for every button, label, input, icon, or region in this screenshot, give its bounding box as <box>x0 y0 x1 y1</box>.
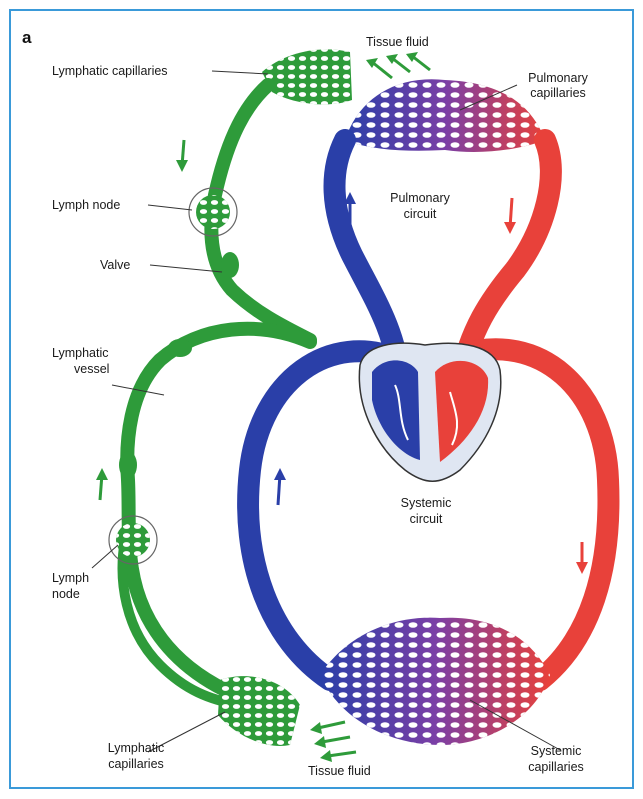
flow-arrow-pulmonary-down <box>504 198 516 234</box>
label-lymph-node-bottom-line1: Lymph <box>52 571 89 585</box>
lymph-flow-arrow-down <box>176 140 188 172</box>
label-lymphatic-vessel-line2: vessel <box>74 362 109 376</box>
label-pulmonary-circuit-line1: Pulmonary <box>390 191 450 205</box>
lymphatic-capillaries-top <box>262 49 352 104</box>
label-systemic-circuit-line1: Systemic <box>401 496 452 510</box>
lymph-flow-arrow-up <box>96 468 108 500</box>
label-lymphatic-capillaries-bottom-line2: capillaries <box>108 757 164 771</box>
lymph-node-bottom <box>109 516 157 564</box>
label-tissue-fluid-top: Tissue fluid <box>366 35 429 49</box>
label-lymph-node-top: Lymph node <box>52 198 120 212</box>
label-tissue-fluid-bottom: Tissue fluid <box>308 764 371 778</box>
label-lymph-node-bottom-line2: node <box>52 587 80 601</box>
flow-arrow-systemic-down <box>576 542 588 574</box>
tissue-fluid-arrows-bottom <box>310 722 356 762</box>
flow-arrow-systemic-up <box>274 468 286 505</box>
label-pulmonary-capillaries-line2: capillaries <box>530 86 586 100</box>
label-pulmonary-circuit-line2: circuit <box>404 207 437 221</box>
label-systemic-capillaries-line1: Systemic <box>531 744 582 758</box>
heart <box>359 343 500 481</box>
label-lymphatic-vessel-line1: Lymphatic <box>52 346 109 360</box>
lymphatic-capillaries-bottom <box>218 676 300 746</box>
lymph-valve <box>221 252 239 278</box>
label-lymphatic-capillaries-top: Lymphatic capillaries <box>52 64 168 78</box>
label-valve: Valve <box>100 258 130 272</box>
lymph-valve <box>168 339 192 357</box>
label-systemic-circuit-line2: circuit <box>410 512 443 526</box>
pulmonary-capillary-bed <box>345 79 545 152</box>
label-systemic-capillaries-line2: capillaries <box>528 760 584 774</box>
tissue-fluid-arrows-top <box>366 52 430 78</box>
label-pulmonary-capillaries-line1: Pulmonary <box>528 71 588 85</box>
lymph-valve <box>119 451 137 479</box>
lymph-node-top <box>189 188 237 236</box>
label-lymphatic-capillaries-bottom-line1: Lymphatic <box>108 741 165 755</box>
systemic-capillary-bed <box>320 618 550 745</box>
